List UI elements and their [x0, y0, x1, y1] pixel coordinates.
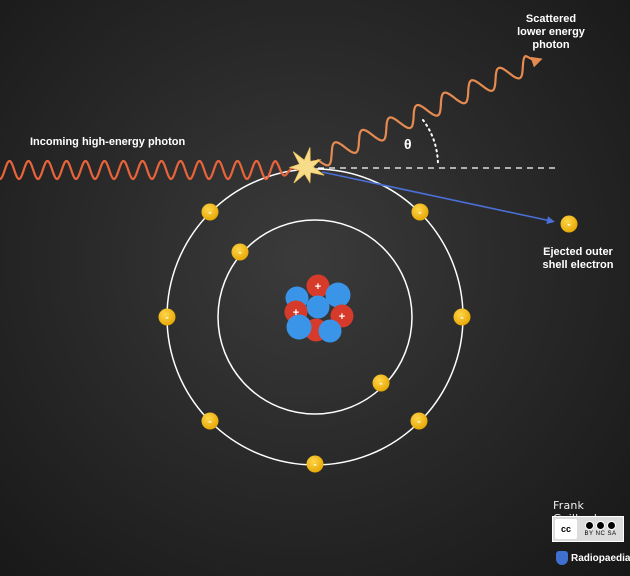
ejected-label-line: shell electron [542, 259, 614, 271]
nucleus: + + + [284, 274, 354, 343]
proton-symbol: + [293, 307, 299, 319]
radiopaedia-wordmark: Radiopaedia [571, 552, 630, 564]
electron-symbol: - [418, 208, 421, 219]
electron-body [453, 308, 471, 326]
electron-symbol: - [238, 248, 241, 259]
electron: - [201, 412, 219, 430]
electron-symbol: - [460, 313, 463, 324]
electron: - [410, 412, 428, 430]
electron-symbol: - [379, 379, 382, 390]
electron-body [231, 243, 249, 261]
ejected-electron: - [560, 215, 578, 233]
electron-body [411, 203, 429, 221]
electron: - [158, 308, 176, 326]
electron-body [201, 412, 219, 430]
scattered-label-line: photon [532, 39, 570, 51]
electron-symbol: - [417, 417, 420, 428]
scattered-photon-wave [316, 54, 543, 167]
incoming-photon-wave [0, 159, 302, 181]
electron-body [560, 215, 578, 233]
proton-symbol: + [315, 281, 321, 293]
scattered-label-line: lower energy [517, 26, 585, 38]
cc-license-terms: BY NC SA [584, 531, 617, 537]
ejected-electron-label: Ejected outer shell electron [532, 246, 624, 272]
electron-symbol: - [567, 220, 570, 231]
electron: - [453, 308, 471, 326]
neutron [286, 314, 312, 340]
theta-label: θ [404, 136, 412, 152]
electron: - [372, 374, 390, 392]
electron: - [231, 243, 249, 261]
cc-sa-icon [607, 521, 616, 530]
electron-body [158, 308, 176, 326]
neutron [325, 282, 351, 308]
electron: - [306, 455, 324, 473]
incoming-photon-label: Incoming high-energy photon [30, 136, 186, 148]
electrons: - - - - - - - - - - [158, 203, 578, 473]
electron-body [306, 455, 324, 473]
scattered-label-line: Scattered [525, 13, 577, 25]
neutron [306, 295, 330, 319]
theta-angle-arc [422, 119, 439, 167]
radiopaedia-logo: Radiopaedia [556, 551, 630, 565]
electron-body [201, 203, 219, 221]
electron-symbol: - [165, 313, 168, 324]
electron-body [410, 412, 428, 430]
ejected-label-line: Ejected outer [543, 246, 613, 258]
cc-by-icon [585, 521, 594, 530]
collision-star [288, 147, 325, 184]
radiopaedia-logo-icon [556, 551, 568, 565]
neutron [318, 319, 342, 343]
electron: - [201, 203, 219, 221]
scattered-photon-label: Scattered lower energy photon [505, 13, 597, 52]
electron-symbol: - [208, 417, 211, 428]
inner-electron-shell [217, 219, 413, 415]
ejected-electron-path [321, 171, 555, 225]
electron-body [372, 374, 390, 392]
proton [306, 274, 330, 298]
electron-symbol: - [313, 460, 316, 471]
creative-commons-badge: cc BY NC SA [552, 516, 624, 542]
proton-symbol: + [339, 311, 345, 323]
cc-nc-icon [596, 521, 605, 530]
cc-logo-icon: cc [555, 519, 577, 539]
electron-symbol: - [208, 208, 211, 219]
electron: - [411, 203, 429, 221]
